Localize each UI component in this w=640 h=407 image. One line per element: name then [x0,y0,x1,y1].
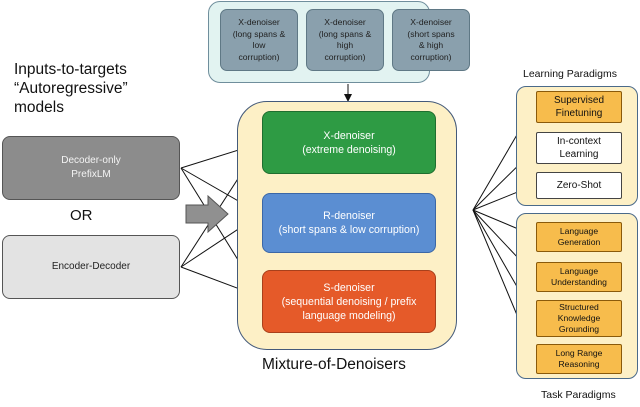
paradigm-in-context-learning: In-context Learning [536,132,622,164]
block-arrow [185,194,229,234]
task-structured-knowledge-grounding: Structured Knowledge Grounding [536,300,622,337]
encoder-decoder-box: Encoder-Decoder [2,235,180,299]
decoder-only-box: Decoder-only PrefixLM [2,136,180,200]
paradigm-supervised-finetuning: Supervised Finetuning [536,91,622,123]
task-long-range-reasoning: Long Range Reasoning [536,344,622,374]
mixture-label: Mixture-of-Denoisers [262,356,406,373]
learning-paradigms-title: Learning Paradigms [523,68,617,80]
task-language-understanding: Language Understanding [536,262,622,292]
task-paradigms-title: Task Paradigms [541,389,616,401]
inputs-title: Inputs-to-targets “Autoregressive” model… [14,61,128,116]
paradigm-zero-shot: Zero-Shot [536,172,622,199]
or-label: OR [70,207,93,224]
s-denoiser-box: S-denoiser (sequential denoising / prefi… [262,270,436,333]
top-denoiser-1: X-denoiser (long spans & low corruption) [220,9,298,71]
top-denoiser-3: X-denoiser (short spans & high corruptio… [392,9,470,71]
x-denoiser-box: X-denoiser (extreme denoising) [262,111,436,174]
r-denoiser-box: R-denoiser (short spans & low corruption… [262,193,436,253]
task-language-generation: Language Generation [536,222,622,252]
top-denoiser-2: X-denoiser (long spans & high corruption… [306,9,384,71]
